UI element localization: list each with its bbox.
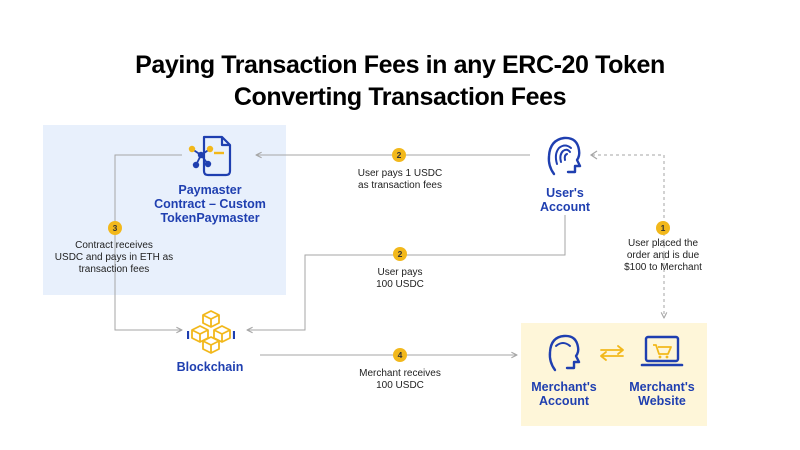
step-badge: 2: [392, 148, 406, 162]
laptop-cart-icon: [640, 335, 684, 367]
arrow-user-to-blockchain: [247, 215, 566, 330]
step-2a-text: User pays 1 USDC as transaction fees: [357, 168, 443, 191]
arrow-paymaster-to-blockchain: [114, 154, 182, 330]
arrow-user-order-dashed: [592, 154, 664, 318]
merchant-account-label: Merchant's Account: [531, 380, 597, 408]
step-4-text: Merchant receives 100 USDC: [359, 368, 441, 391]
merchant-panel: [521, 323, 707, 426]
contract-document-icon: [188, 135, 232, 177]
paymaster-panel: [43, 125, 286, 295]
step-badge: 4: [393, 348, 407, 362]
merchant-website-label: Merchant's Website: [629, 380, 695, 408]
step-badge: 3: [108, 221, 122, 235]
exchange-arrows-icon: [600, 345, 624, 361]
blockchain-cubes-icon: [187, 310, 235, 354]
merchant-head-icon: [548, 334, 581, 372]
step-1-text: User placed the order and is due $100 to…: [624, 238, 702, 273]
diagram-title: Paying Transaction Fees in any ERC-20 To…: [135, 51, 665, 79]
step-badge: 1: [656, 221, 670, 235]
step-2b-text: User pays 100 USDC: [376, 267, 424, 290]
blockchain-label: Blockchain: [176, 360, 244, 374]
diagram-subtitle: Converting Transaction Fees: [233, 83, 567, 111]
paymaster-label: Paymaster Contract – Custom TokenPaymast…: [154, 183, 266, 225]
step-3-text: Contract receives USDC and pays in ETH a…: [54, 240, 174, 275]
user-account-label: User's Account: [540, 186, 590, 214]
step-badge: 2: [393, 247, 407, 261]
user-head-icon: [547, 136, 582, 176]
